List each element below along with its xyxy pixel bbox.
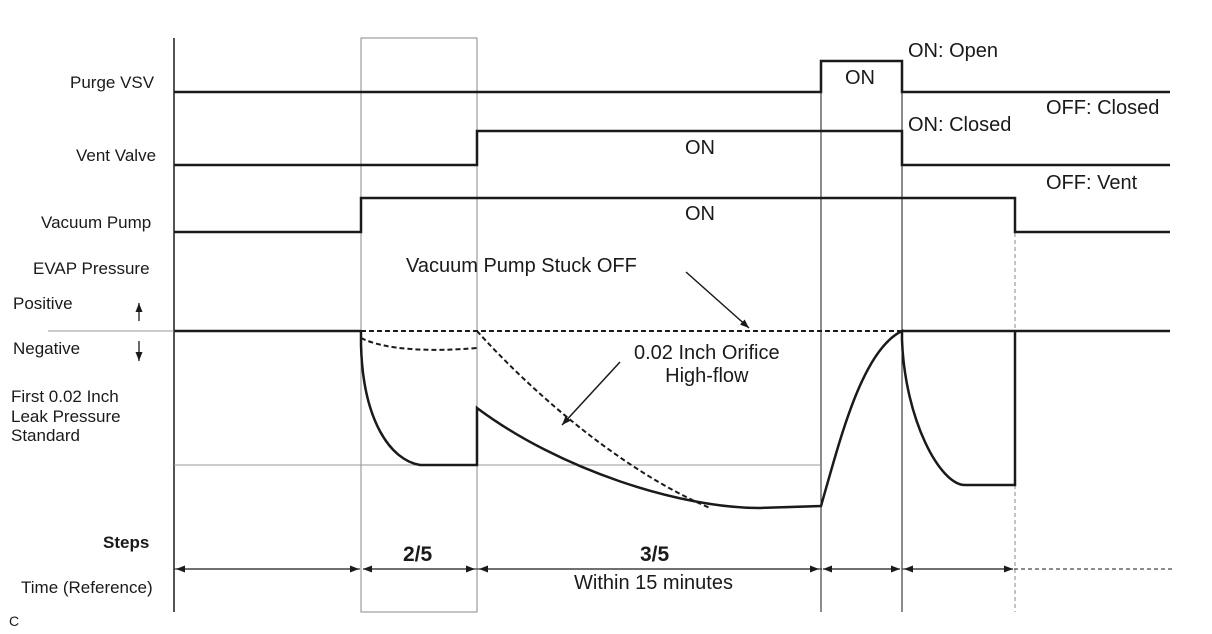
- step-3-label: 3/5: [640, 543, 670, 566]
- pump-stuck-off-label: Vacuum Pump Stuck OFF: [406, 255, 637, 277]
- leak-standard-label: First 0.02 Inch Leak Pressure Standard: [11, 387, 121, 446]
- vacuum-pump-label: Vacuum Pump: [41, 213, 152, 232]
- time-reference-label: Time (Reference): [21, 578, 153, 597]
- positive-label: Positive: [13, 294, 73, 313]
- vent-valve-label: Vent Valve: [76, 146, 157, 165]
- steps-label: Steps: [103, 533, 150, 552]
- orifice-step2-dashed: [360, 337, 478, 351]
- vent-on-label: ON: [685, 137, 715, 159]
- purge-vsv-label: Purge VSV: [70, 73, 155, 92]
- vacuum-pump-signal: [174, 196, 1170, 234]
- orifice-step3-dashed: [476, 330, 711, 509]
- evap-pressure-curve: [359, 329, 1017, 510]
- purge-vsv-signal: [174, 59, 1170, 94]
- vent-valve-signal: [174, 129, 1170, 167]
- step-2-window: [360, 37, 478, 613]
- off-closed-label: OFF: Closed: [1046, 97, 1160, 119]
- negative-label: Negative: [13, 339, 81, 358]
- orifice-label: 0.02 Inch Orifice High-flow: [634, 342, 780, 387]
- orifice-arrow: [561, 361, 621, 426]
- step-2-label: 2/5: [403, 543, 433, 566]
- pump-on-label: ON: [685, 203, 715, 225]
- on-closed-label: ON: Closed: [908, 114, 1012, 136]
- within-15-minutes-label: Within 15 minutes: [574, 572, 733, 594]
- off-vent-label: OFF: Vent: [1046, 172, 1138, 194]
- purge-on-label: ON: [845, 67, 875, 89]
- evap-pressure-label: EVAP Pressure: [33, 259, 150, 278]
- figure-code: C: [9, 613, 20, 629]
- pump-stuck-arrow: [685, 271, 750, 329]
- on-open-label: ON: Open: [908, 40, 999, 62]
